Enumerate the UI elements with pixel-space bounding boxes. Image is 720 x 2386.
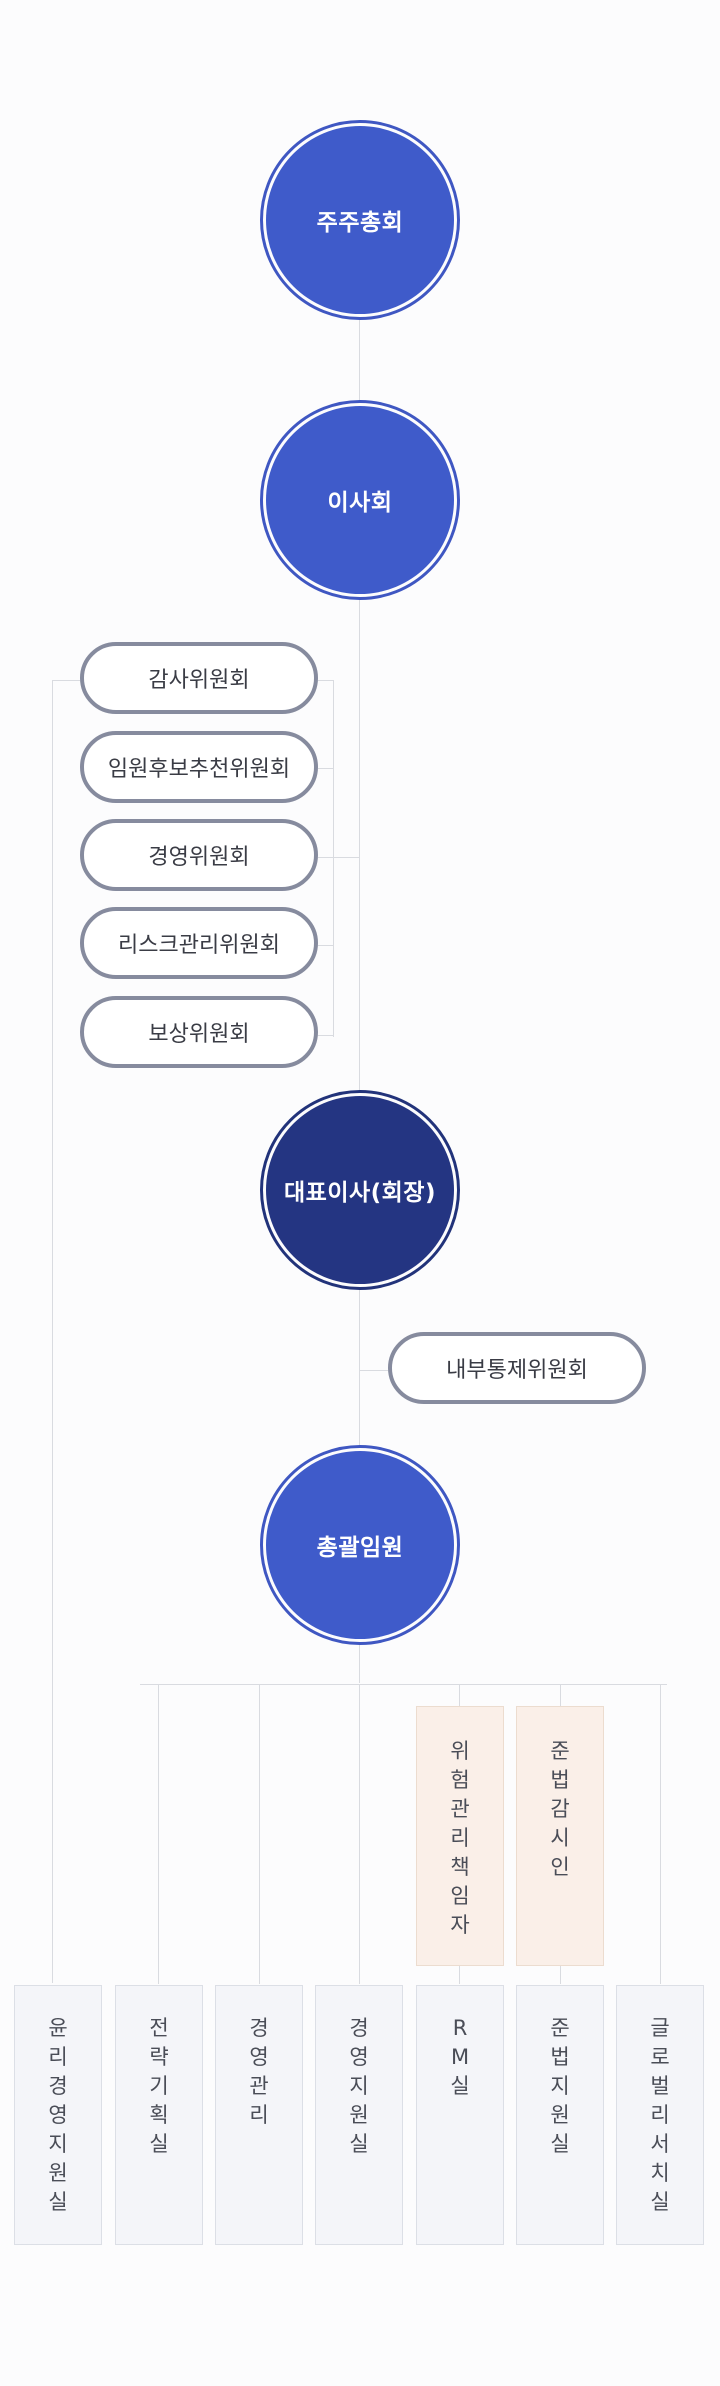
vertical-char: 원 [349, 2103, 369, 2127]
connector-committee-tick-3 [318, 857, 360, 858]
vertical-char: 리 [48, 2045, 68, 2069]
vertical-char: 윤 [48, 2016, 68, 2040]
vertical-char: 영 [249, 2045, 269, 2069]
vertical-char: 감 [550, 1797, 570, 1821]
vertical-char: 준 [550, 1739, 570, 1763]
vertical-char: 인 [550, 1855, 570, 1879]
node-executive-label: 총괄임원 [266, 1451, 454, 1639]
connector-committee-tick-1 [318, 680, 333, 681]
connector-dept-3 [359, 1684, 360, 1984]
connector-committee-tick-5 [318, 1035, 333, 1036]
vertical-char: 경 [249, 2016, 269, 2040]
connector-committee-tick-4 [318, 945, 333, 946]
vertical-char: 벌 [650, 2074, 670, 2098]
connector-dept-1 [158, 1684, 159, 1984]
vertical-char: 경 [349, 2016, 369, 2040]
vertical-char: 로 [650, 2045, 670, 2069]
vertical-char: 글 [650, 2016, 670, 2040]
node-ceo-label: 대표이사(회장) [266, 1096, 454, 1284]
vertical-char: 실 [48, 2190, 68, 2214]
node-board: 이사회 [260, 400, 460, 600]
connector-internal-control [360, 1370, 388, 1371]
vertical-char: 법 [550, 2045, 570, 2069]
vertical-char: 실 [650, 2190, 670, 2214]
connector-committee-tick-2 [318, 768, 333, 769]
connector-dept-2 [259, 1684, 260, 1984]
vertical-char: 치 [650, 2161, 670, 2185]
vertical-char: 원 [48, 2161, 68, 2185]
vertical-char: 실 [450, 2074, 470, 2098]
vertical-char: 임 [450, 1884, 470, 1908]
vertical-char: R [452, 2016, 468, 2040]
committee-nomination: 임원후보추천위원회 [80, 731, 318, 803]
vertical-char: 영 [48, 2103, 68, 2127]
vertical-char: 전 [149, 2016, 169, 2040]
connector-left-top [52, 680, 80, 681]
vertical-char: 준 [550, 2016, 570, 2040]
vertical-char: 지 [48, 2132, 68, 2156]
vertical-char: 법 [550, 1768, 570, 1792]
vertical-char: 실 [550, 2132, 570, 2156]
vertical-char: 시 [550, 1826, 570, 1850]
committee-management: 경영위원회 [80, 819, 318, 891]
vertical-char: 기 [149, 2074, 169, 2098]
committee-audit: 감사위원회 [80, 642, 318, 714]
vertical-char: 획 [149, 2103, 169, 2127]
vertical-char: 리 [450, 1826, 470, 1850]
node-shareholders: 주주총회 [260, 120, 460, 320]
vertical-char: 경 [48, 2074, 68, 2098]
vertical-char: 관 [249, 2074, 269, 2098]
vertical-char: 실 [349, 2132, 369, 2156]
vertical-char: 지 [349, 2074, 369, 2098]
node-executive: 총괄임원 [260, 1445, 460, 1645]
vertical-char: 략 [149, 2045, 169, 2069]
vertical-char: 지 [550, 2074, 570, 2098]
vertical-char: 책 [450, 1855, 470, 1879]
vertical-char: M [450, 2045, 470, 2069]
vertical-char: 영 [349, 2045, 369, 2069]
vertical-char: 관 [450, 1797, 470, 1821]
committee-risk: 리스크관리위원회 [80, 907, 318, 979]
connector-main-spine [359, 320, 360, 1683]
vertical-char: 리 [249, 2103, 269, 2127]
vertical-char: 험 [450, 1768, 470, 1792]
connector-left-spine [52, 680, 53, 1983]
vertical-char: 리 [650, 2103, 670, 2127]
connector-dept-6 [660, 1684, 661, 1984]
committee-compensation: 보상위원회 [80, 996, 318, 1068]
node-ceo: 대표이사(회장) [260, 1090, 460, 1290]
vertical-char: 자 [450, 1913, 470, 1937]
vertical-char: 서 [650, 2132, 670, 2156]
vertical-char: 위 [450, 1739, 470, 1763]
node-board-label: 이사회 [266, 406, 454, 594]
connector-committee-bracket [333, 680, 334, 1037]
vertical-char: 원 [550, 2103, 570, 2127]
committee-internal-control: 내부통제위원회 [388, 1332, 646, 1404]
vertical-char: 실 [149, 2132, 169, 2156]
connector-department-bar [140, 1684, 667, 1685]
node-shareholders-label: 주주총회 [266, 126, 454, 314]
